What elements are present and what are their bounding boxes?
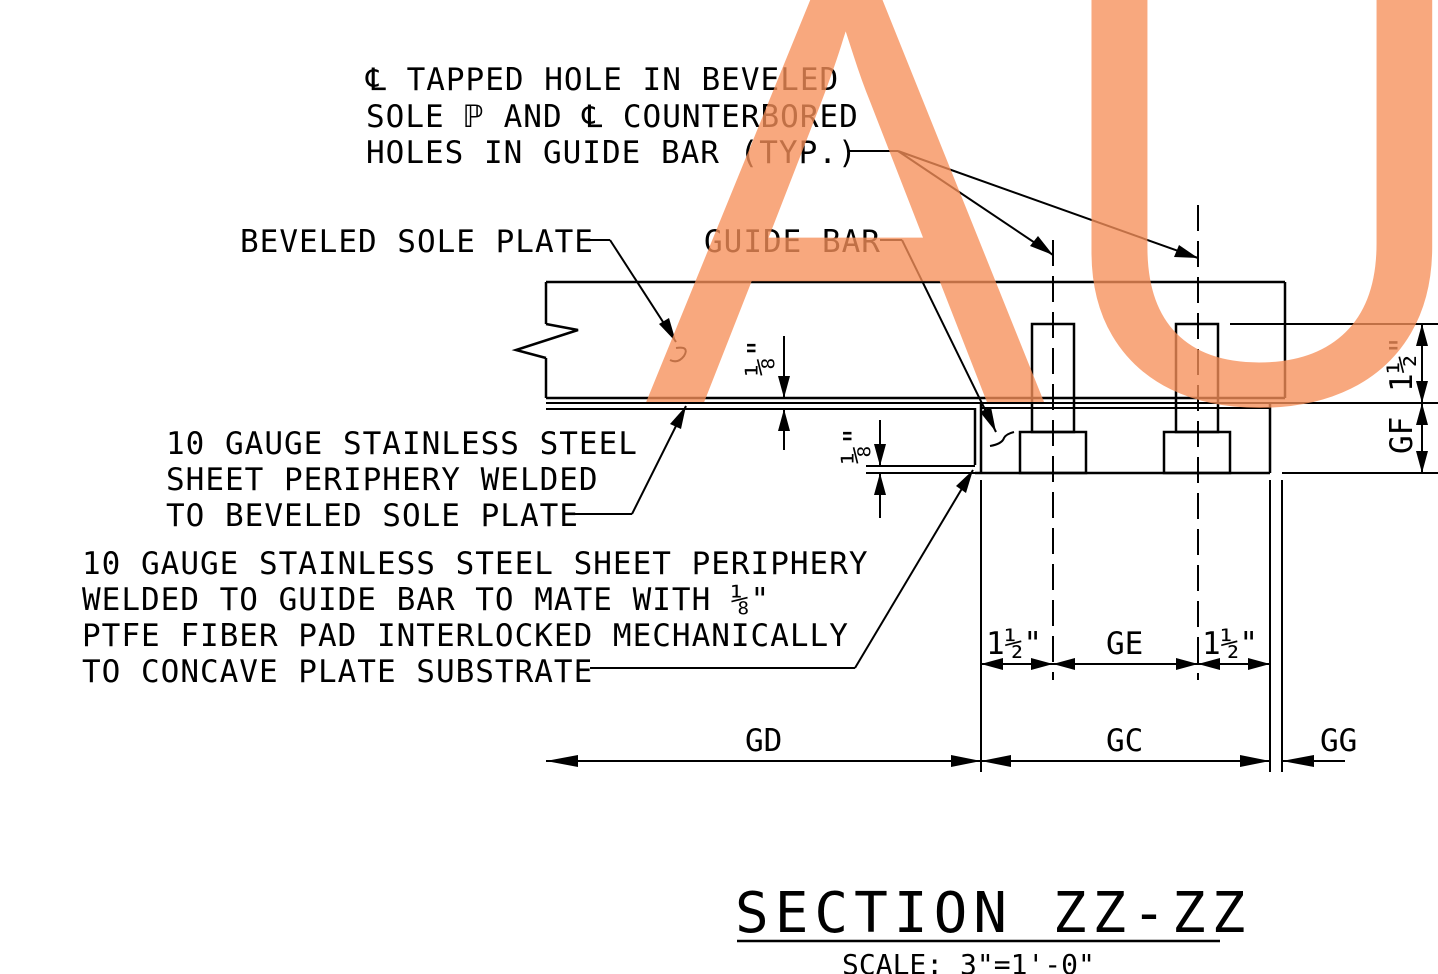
leader-ss-sole (570, 405, 687, 515)
note-line: 10 GAUGE STAINLESS STEEL (166, 426, 638, 462)
note-guide-bar: GUIDE BAR (704, 224, 881, 260)
note-tapped-hole: ℄ TAPPED HOLE IN BEVELED SOLE ℙ AND ℄ CO… (365, 62, 859, 171)
note-beveled-sole-plate: BEVELED SOLE PLATE (240, 224, 594, 260)
dim-label-one-half-left: 1½" (986, 626, 1042, 662)
dim-label-eighth-lower: ⅛" (838, 427, 874, 464)
note-line: SOLE ℙ AND ℄ COUNTERBORED (366, 99, 859, 135)
dim-label-eighth-upper: ⅛" (742, 339, 778, 376)
scale-label: SCALE: 3"=1'-0" (842, 948, 1095, 974)
dim-label-one-half-vertical: 1½" (1384, 336, 1420, 392)
extension-lines (980, 480, 1283, 772)
dim-label-ge: GE (1106, 626, 1143, 662)
note-line: PTFE FIBER PAD INTERLOCKED MECHANICALLY (82, 618, 849, 654)
dim-label-gc: GC (1106, 723, 1143, 759)
note-line: ℄ TAPPED HOLE IN BEVELED (365, 62, 839, 98)
note-line: HOLES IN GUIDE BAR (TYP.) (366, 135, 858, 171)
note-line: WELDED TO GUIDE BAR TO MATE WITH ⅛" (82, 582, 770, 618)
dim-label-gd: GD (745, 723, 782, 759)
leader-tapped-hole (848, 150, 1199, 259)
dim-label-gg: GG (1320, 723, 1357, 759)
note-line: TO CONCAVE PLATE SUBSTRATE (82, 654, 593, 690)
note-line: 10 GAUGE STAINLESS STEEL SHEET PERIPHERY (82, 546, 869, 582)
dim-label-gf: GF (1384, 417, 1420, 454)
leader-guide-bar (880, 239, 997, 433)
section-title: SECTION ZZ-ZZ (735, 881, 1251, 946)
note-ss-sheet-sole: 10 GAUGE STAINLESS STEEL SHEET PERIPHERY… (166, 426, 638, 534)
dim-label-one-half-right: 1½" (1202, 626, 1258, 662)
leader-ss-guide (590, 469, 974, 669)
watermark: AU (645, 0, 1438, 530)
leader-sole-plate (588, 239, 677, 343)
dim-vertical-right (1230, 323, 1438, 474)
note-ss-sheet-guide: 10 GAUGE STAINLESS STEEL SHEET PERIPHERY… (82, 546, 869, 690)
note-line: SHEET PERIPHERY WELDED (166, 462, 599, 498)
note-line: TO BEVELED SOLE PLATE (166, 498, 579, 534)
dim-eighth-upper (778, 336, 790, 450)
dim-eighth-lower (866, 420, 975, 518)
dim-string-gc (546, 755, 1345, 767)
dim-string-ge (981, 658, 1270, 670)
sole-plate (511, 280, 1438, 410)
